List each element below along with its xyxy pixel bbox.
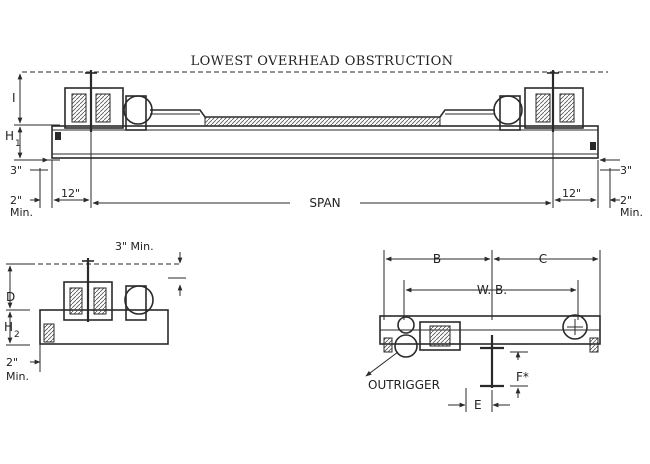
label-2in-left: 2" <box>10 194 22 207</box>
outrigger-leader <box>365 351 399 377</box>
side-detail-view: 3" Min. D H 2 2" Min. <box>4 240 186 383</box>
label-H1: H <box>5 129 14 143</box>
right-truck-gear <box>535 93 551 123</box>
label-H2-sub: 2 <box>14 330 20 340</box>
end-bumper-right <box>589 337 599 353</box>
top-view: LOWEST OVERHEAD OBSTRUCTION I H 1 <box>5 54 643 219</box>
right-wheel <box>493 95 523 125</box>
side-gear-2 <box>93 287 107 315</box>
side-gear <box>69 287 83 315</box>
diagram-title: LOWEST OVERHEAD OBSTRUCTION <box>191 54 454 69</box>
left-wheel-housing <box>125 95 147 131</box>
end-idler-wheel <box>562 314 588 340</box>
label-min-side: Min. <box>6 370 29 383</box>
label-3in-min: 3" Min. <box>115 240 154 253</box>
label-2in-right: 2" <box>620 194 632 207</box>
left-bumper <box>55 132 61 140</box>
label-H2: H <box>4 320 13 334</box>
end-bumper-left <box>383 337 393 353</box>
label-2in-side: 2" <box>6 356 18 369</box>
end-motor <box>419 321 461 351</box>
right-wheel-housing <box>499 95 521 131</box>
side-bumper <box>43 323 55 343</box>
right-truck-gear-2 <box>559 93 575 123</box>
label-F: F* <box>516 370 529 384</box>
left-truck-gear <box>71 93 87 123</box>
label-I: I <box>12 91 16 105</box>
left-wheel <box>123 95 153 125</box>
label-12in-right: 12" <box>562 187 581 200</box>
end-drive-wheel <box>394 334 418 358</box>
label-outrigger: OUTRIGGER <box>368 378 440 392</box>
label-D: D <box>6 290 15 304</box>
left-truck-gear-2 <box>95 93 111 123</box>
label-3in-right: 3" <box>620 164 632 177</box>
label-min-right: Min. <box>620 206 643 219</box>
label-E: E <box>474 398 482 412</box>
end-view: B C W. B. OUTRIGGER F* <box>365 250 601 412</box>
bridge-girder <box>51 125 599 159</box>
end-motor-coil <box>429 325 451 347</box>
label-span: SPAN <box>309 196 340 210</box>
label-min-left: Min. <box>10 206 33 219</box>
label-H1-sub: 1 <box>15 139 21 149</box>
left-end-truck <box>55 70 153 140</box>
side-wheel-housing <box>125 285 147 321</box>
side-girder <box>39 309 169 345</box>
right-bumper <box>590 142 596 150</box>
left-truck-frame <box>64 87 124 129</box>
trolley-rail <box>150 109 495 118</box>
label-C: C <box>539 252 547 266</box>
label-3in-left: 3" <box>10 164 22 177</box>
end-drive-gear <box>397 316 415 334</box>
label-12in-left: 12" <box>61 187 80 200</box>
rail-section <box>204 116 441 127</box>
label-B: B <box>433 252 441 266</box>
right-end-truck <box>493 70 596 150</box>
label-WB: W. B. <box>477 283 507 297</box>
